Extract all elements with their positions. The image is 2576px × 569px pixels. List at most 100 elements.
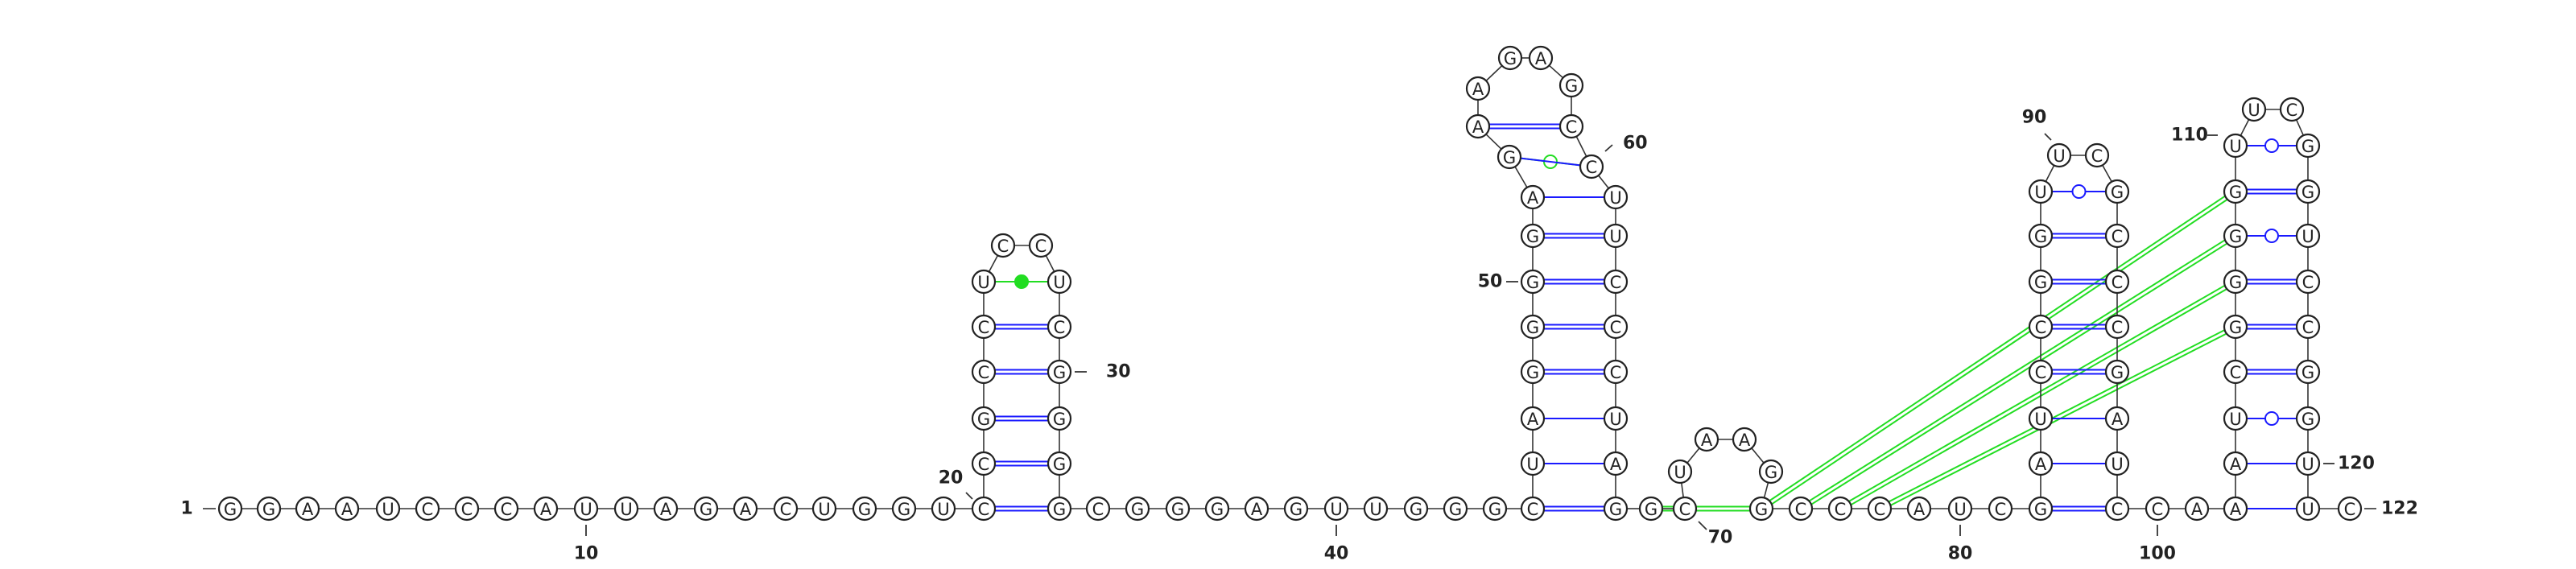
position-number: 120 — [2338, 454, 2375, 474]
nucleotide: A — [1732, 427, 1757, 452]
nucleotide: U — [1323, 496, 1349, 522]
nucleotide: U — [2241, 97, 2267, 122]
nucleotide-circle — [1046, 314, 1072, 340]
nucleotide: U — [971, 269, 997, 295]
nucleotide-letter: G — [2111, 363, 2124, 382]
backbone-link — [1681, 482, 1684, 498]
nucleotide-letter: G — [898, 500, 910, 519]
nucleotide: U — [931, 496, 956, 522]
nucleotide: G — [2028, 269, 2054, 295]
nucleotide: G — [1520, 359, 1546, 385]
nucleotide-circle — [1906, 496, 1932, 522]
nucleotide: U — [1603, 406, 1629, 431]
position-number: 40 — [1324, 544, 1349, 564]
nucleotide-letter: G — [1526, 227, 1539, 246]
nucleotide-letter: C — [978, 455, 990, 474]
nucleotide-letter: G — [262, 500, 275, 519]
nucleotide-circle — [1988, 496, 2013, 522]
nucleotide-letter: G — [700, 500, 712, 519]
nucleotide-circle — [852, 496, 877, 522]
nucleotide: A — [1528, 45, 1554, 71]
position-number: 80 — [1948, 544, 1973, 564]
nucleotide-letter: G — [1211, 500, 1224, 519]
nucleotide: G — [1046, 359, 1072, 385]
nucleotide: A — [1520, 406, 1546, 431]
pseudoknot-pair-line — [1771, 199, 2228, 505]
nucleotide-circle — [1283, 496, 1309, 522]
pseudoknot-pair-line — [1850, 288, 2227, 506]
nucleotide: U — [1046, 269, 1072, 295]
nucleotide-letter: G — [2301, 137, 2314, 156]
nucleotide-letter: C — [780, 500, 792, 519]
nucleotide-circle — [1520, 269, 1546, 295]
nucleotide-circle — [2104, 451, 2130, 476]
nucleotide-circle — [1443, 496, 1468, 522]
pseudoknot-pair-line — [1848, 284, 2226, 502]
nucleotide-circle — [2295, 496, 2321, 522]
nucleotide-circle — [1085, 496, 1111, 522]
nucleotide-circle — [573, 496, 599, 522]
nucleotide-circle — [533, 496, 559, 522]
nucleotide: A — [1906, 496, 1932, 522]
nucleotide-circle — [2295, 133, 2321, 159]
nucleotide-letter: A — [2230, 500, 2242, 519]
nucleotide: G — [1403, 496, 1429, 522]
nucleotide-circle — [1603, 451, 1629, 476]
backbone-link — [2240, 119, 2250, 136]
nucleotide: C — [454, 496, 480, 522]
nucleotide: G — [2295, 406, 2321, 431]
nucleotide: A — [2104, 406, 2130, 431]
nucleotide: G — [2104, 179, 2130, 204]
pseudoknot-pair-line — [1769, 195, 2226, 501]
position-tick — [965, 492, 973, 500]
nucleotide-letter: C — [1035, 237, 1047, 256]
nucleotide: G — [2223, 314, 2248, 340]
nucleotide-letter: U — [2301, 500, 2314, 519]
nucleotide-circle — [971, 406, 997, 431]
nucleotide-circle — [990, 233, 1016, 258]
nucleotide-circle — [971, 314, 997, 340]
nucleotide-circle — [2028, 451, 2054, 476]
nucleotide-circle — [2028, 179, 2054, 204]
nucleotide-circle — [971, 451, 997, 476]
backbone-layer — [203, 57, 2376, 509]
nucleotide-letter: A — [1739, 431, 1751, 450]
nucleotide: C — [2295, 314, 2321, 340]
nucleotide: G — [1638, 496, 1664, 522]
backbone-link — [1751, 447, 1765, 464]
nucleotide-circle — [1528, 45, 1554, 71]
nucleotide-circle — [971, 496, 997, 522]
nucleotide-letter: G — [1503, 148, 1516, 167]
nucleotide-circle — [1603, 223, 1629, 249]
nucleotide: C — [1579, 154, 1604, 179]
nucleotide-circle — [2084, 142, 2110, 168]
backbone-link — [1514, 166, 1528, 188]
nucleotide-circle — [2104, 179, 2130, 204]
nucleotide-circle — [1603, 359, 1629, 385]
nucleotide-letter: A — [2191, 500, 2203, 519]
nucleotide: C — [971, 451, 997, 476]
nucleotide: U — [375, 496, 401, 522]
nucleotide-circle — [1323, 496, 1349, 522]
nucleotide: G — [1758, 459, 1784, 484]
nucleotide-circle — [1363, 496, 1389, 522]
position-number: 50 — [1478, 272, 1503, 292]
nucleotide: G — [971, 406, 997, 431]
nucleotide-letter: C — [2302, 318, 2314, 337]
nucleotide: C — [971, 496, 997, 522]
nucleotide-circle — [1497, 45, 1523, 71]
nucleotide-circle — [1244, 496, 1269, 522]
nucleotide-circle — [2223, 359, 2248, 385]
nucleotide-circle — [1465, 76, 1491, 101]
nucleotide-circle — [1667, 459, 1693, 484]
nucleotide-letter: A — [660, 500, 672, 519]
nucleotide-circle — [2223, 269, 2248, 295]
nucleotide: G — [1283, 496, 1309, 522]
nucleotide-letter: C — [978, 363, 990, 382]
nucleotide-letter: G — [1645, 500, 1657, 519]
nucleotide-letter: U — [382, 500, 394, 519]
nucleotide: G — [2223, 179, 2248, 204]
nucleotide-circle — [733, 496, 758, 522]
nucleotide-letter: G — [2301, 363, 2314, 382]
nucleotide-circle — [1638, 496, 1664, 522]
